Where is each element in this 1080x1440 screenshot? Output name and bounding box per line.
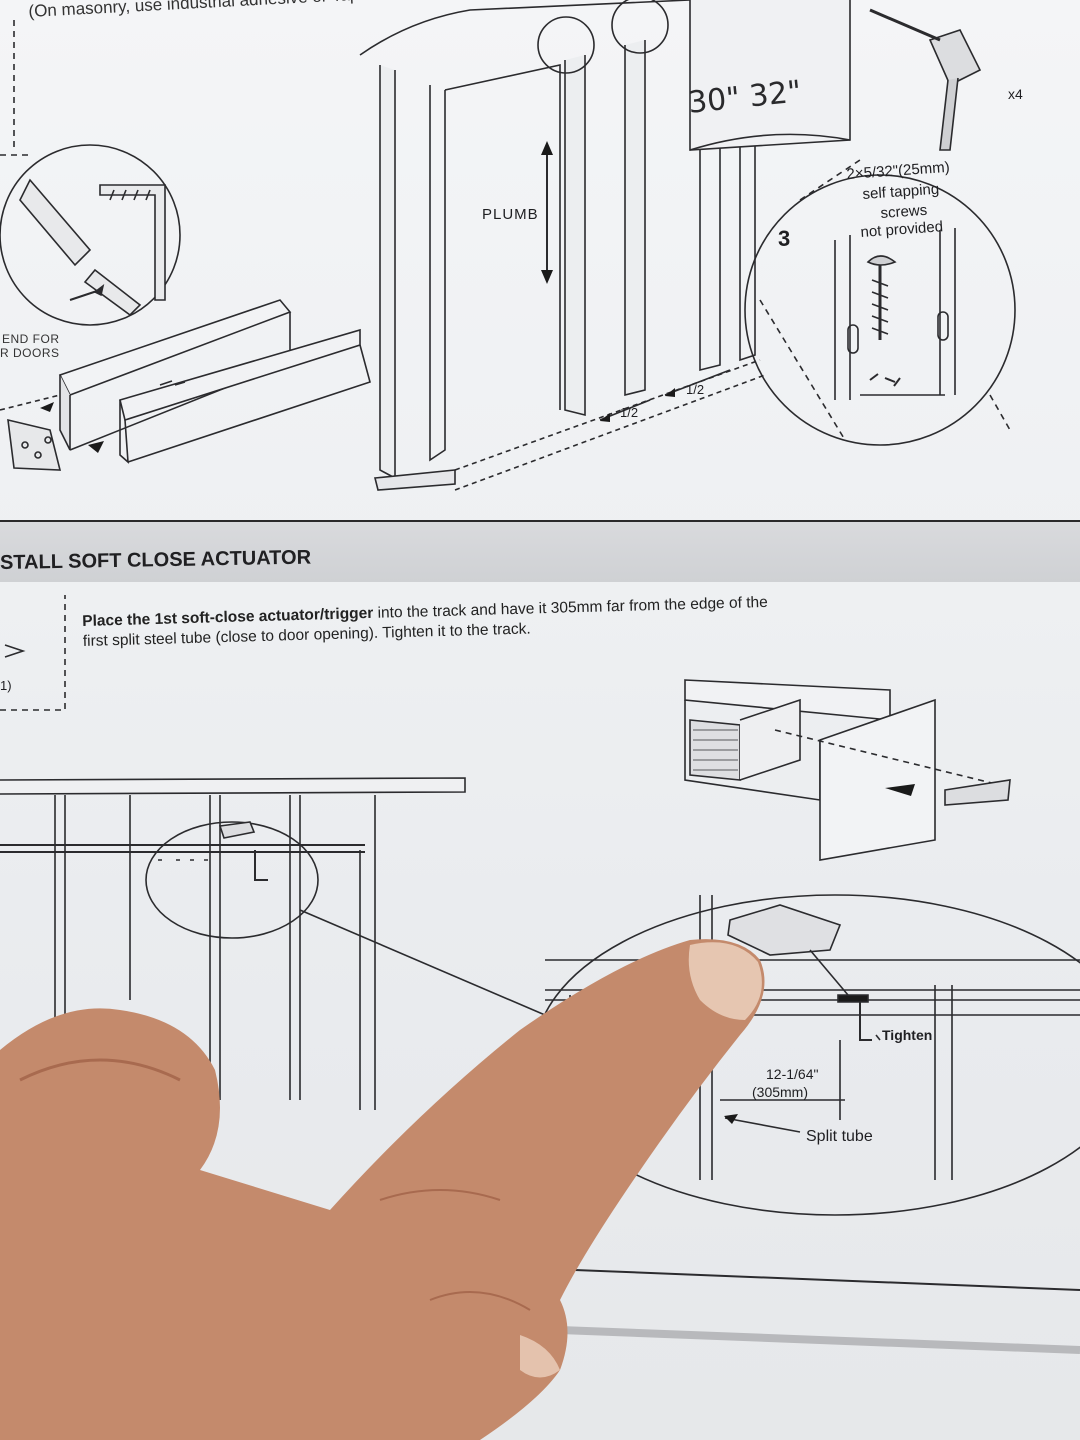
pointing-hand [0, 939, 765, 1440]
step-number: 3 [778, 226, 791, 251]
sidebar-fragment: 1) [0, 678, 12, 693]
frame-post-left [379, 65, 396, 480]
plumb-label: PLUMB [482, 206, 539, 223]
detail-circle-b [611, 0, 669, 54]
insert-arrow [885, 784, 915, 796]
header-bracket [99, 184, 166, 301]
split-tube-label: Split tube [806, 1128, 873, 1145]
wall-top-plate [0, 777, 466, 795]
dashed-sidebar-top [0, 20, 30, 156]
fingernail [688, 942, 762, 1020]
count-label: x4 [1008, 86, 1023, 102]
split-tube-post-a [564, 55, 586, 417]
left-label-line1: END FOR [2, 332, 60, 346]
detail-circle-joint [0, 144, 181, 326]
track-line [0, 844, 365, 853]
fraction-label-a: 1/2 [620, 405, 639, 420]
actuator-small-icon [218, 821, 256, 839]
split-tube-post-b [624, 40, 646, 397]
detail-circle-a [537, 16, 595, 74]
actuator-insert-icon [944, 779, 1011, 806]
actuator-detail-icon [727, 904, 842, 956]
fraction-label-b: 1/2 [686, 382, 705, 397]
tube-end-piece [19, 178, 92, 267]
detail-ellipse-small [145, 821, 319, 939]
screw-icon [866, 255, 897, 266]
tighten-label: Tighten [882, 1027, 933, 1043]
left-label-line2: R DOORS [0, 346, 60, 360]
section-header-bar [0, 520, 1080, 582]
floor-bracket [7, 418, 62, 471]
track-end-block [819, 698, 936, 861]
frame-header [359, 0, 691, 56]
detail-circle-screw [744, 174, 1016, 446]
distance-label-line2: (305mm) [752, 1084, 809, 1100]
distance-label-line1: 12-1/64" [766, 1066, 819, 1082]
hammer-icon [928, 29, 982, 87]
split-tube-upper [58, 299, 292, 397]
door-size-panel [689, 0, 851, 151]
